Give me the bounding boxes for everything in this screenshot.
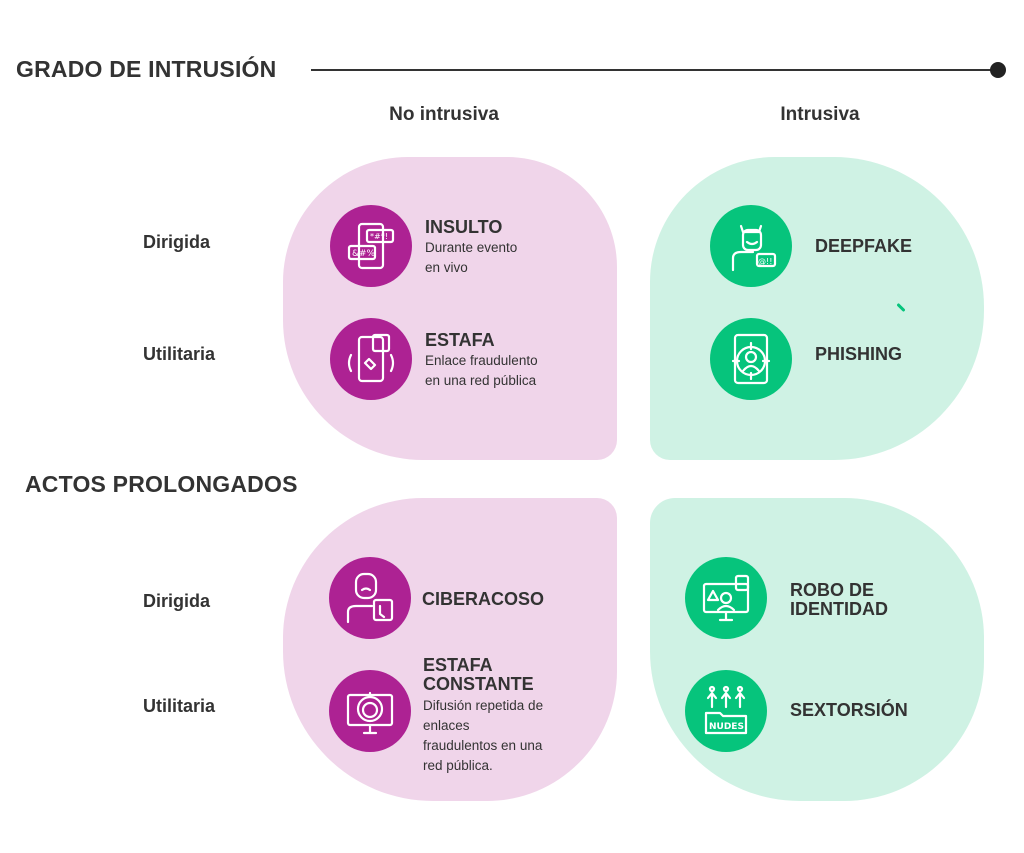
svg-text:*#*!: *#*!	[370, 232, 388, 241]
nudes-label: NUDES	[709, 722, 744, 732]
svg-text:@!!: @!!	[758, 257, 772, 266]
desc-line: fraudulentos en una	[423, 738, 543, 753]
phone-call-icon	[330, 318, 412, 400]
title-line: ESTAFA	[423, 655, 493, 675]
desc-line: en una red pública	[425, 373, 537, 388]
desc-line: Enlace fraudulento	[425, 353, 538, 368]
card-desc-estafa-constante: Difusión repetida de enlaces fraudulentos …	[423, 696, 543, 776]
quadrant-no-intrusiva-puntual	[283, 157, 617, 460]
desc-line: en vivo	[425, 260, 468, 275]
sad-person-thumbs-down-icon	[329, 557, 411, 639]
desc-line: Difusión repetida de	[423, 698, 544, 713]
title-line: IDENTIDAD	[790, 599, 888, 619]
desc-line: red pública.	[423, 758, 493, 773]
row-label-dirigida: Dirigida	[143, 232, 211, 252]
axis-end-dot	[990, 62, 1006, 78]
row-label-utilitaria: Utilitaria	[143, 696, 216, 716]
quadrant-intrusiva-puntual	[650, 157, 984, 460]
row-label-dirigida: Dirigida	[143, 591, 211, 611]
column-header-no-intrusiva: No intrusiva	[389, 104, 499, 125]
card-title-ciberacoso: CIBERACOSO	[422, 589, 545, 609]
card-desc-insulto: Durante evento en vivo	[425, 238, 517, 278]
target-person-icon	[710, 318, 792, 400]
card-desc-estafa: Enlace fraudulento en una red pública	[425, 351, 538, 391]
hacker-monitor-icon	[685, 557, 767, 639]
monitor-face-icon	[329, 670, 411, 752]
card-title-estafa: ESTAFA	[425, 330, 495, 350]
card-title-insulto: INSULTO	[425, 217, 503, 237]
card-title-sextorsion: SEXTORSIÓN	[790, 700, 908, 720]
chat-phone-icon: *#*! &#%	[330, 205, 412, 287]
desc-line: Durante evento	[425, 240, 518, 255]
row-label-utilitaria: Utilitaria	[143, 344, 216, 364]
mask-person-icon: @!!	[710, 205, 792, 287]
column-header-intrusiva: Intrusiva	[780, 104, 860, 125]
card-title-deepfake: DEEPFAKE	[815, 236, 913, 256]
quadrant-intrusiva-prolongado	[650, 498, 984, 801]
title-line: CONSTANTE	[423, 674, 534, 694]
intrusion-axis-title: GRADO DE INTRUSIÓN	[16, 56, 277, 82]
quadrant-no-intrusiva-prolongado	[283, 498, 617, 801]
axis-line	[311, 69, 999, 71]
section-title-actos-prolongados: ACTOS PROLONGADOS	[25, 471, 298, 497]
card-title-phishing: PHISHING	[815, 344, 903, 364]
desc-line: enlaces	[423, 718, 470, 733]
svg-text:&#%: &#%	[352, 249, 376, 259]
nudes-folder-icon: NUDES	[685, 670, 767, 752]
title-line: ROBO DE	[790, 580, 875, 600]
